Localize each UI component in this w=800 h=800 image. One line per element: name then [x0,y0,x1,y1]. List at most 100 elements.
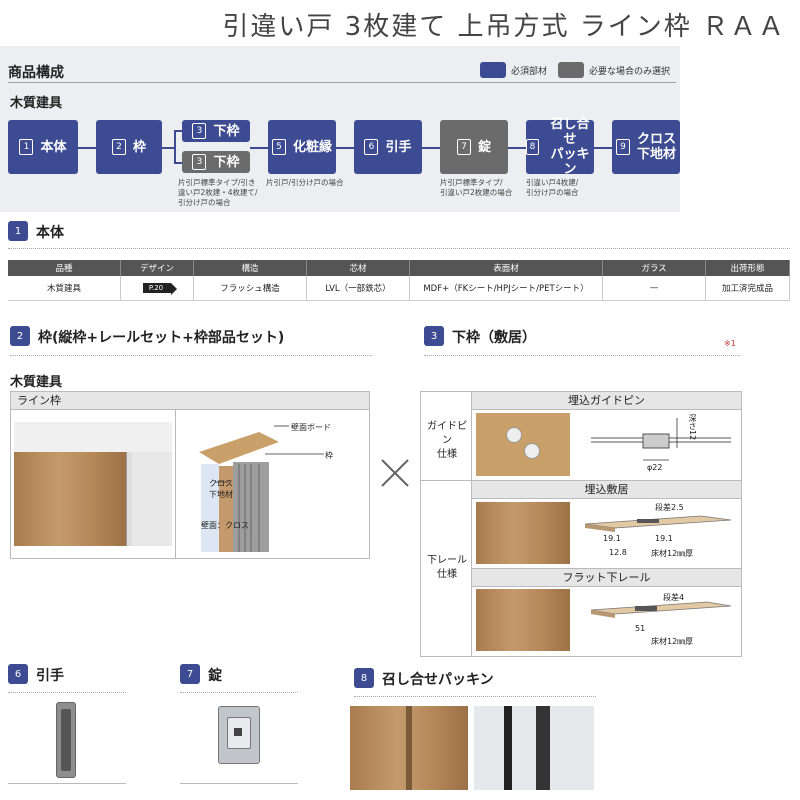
guide-pin-diagram [591,418,731,461]
config-group-label: 木質建具 [10,96,63,111]
table-cell: MDF+（FKシート/HPJシート/PETシート） [409,276,603,301]
item-number: 7 [456,139,471,155]
lock-image [218,706,260,764]
divider [180,783,298,784]
handle-image [56,702,76,778]
column-header: ガラス [602,260,706,276]
line-frame-title: ライン枠 [11,392,369,410]
legend-required-label: 必須部材 [511,66,548,77]
column-header: 品種 [8,260,121,276]
config-heading: 商品構成 [8,65,64,81]
item-label: 下枠 [213,123,240,139]
page-ref-badge: P.20 [142,283,178,295]
item-label: 下枠 [213,154,240,170]
column-header: デザイン [120,260,194,276]
item-trim: 5 化粧縁 [268,120,336,174]
divider [354,696,596,697]
connector [174,130,176,163]
section6-heading: 引手 [36,668,64,684]
table-cell: — [602,276,706,301]
section8-heading: 召し合せパッキン [382,672,494,688]
table-cell: P.20 [120,276,194,301]
required-swatch [480,62,506,78]
item-label: 錠 [477,139,491,155]
section8-number: 8 [354,668,374,688]
item-lower-frame-optional: 3 下枠 [182,151,250,173]
item-number: 9 [615,139,630,155]
divider [8,248,790,249]
item-handle: 6 引手 [354,120,422,174]
lower-rail-row-label: 下レール仕様 [427,555,467,580]
section7-number: 7 [180,664,200,684]
note-packing: 引違い戸4枚建/引分け戸の場合 [526,178,579,197]
dim-label: 12.8 [609,548,627,557]
divider [421,480,741,481]
item-label: クロス下地材 [636,132,676,162]
table-row: 木質建具 P.20 フラッシュ構造 LVL（一部鉄芯） MDF+（FKシート/H… [8,276,790,301]
dim-label: 19.1 [603,534,621,543]
embedded-sill-title: 埋込敷居 [472,481,741,499]
section1-heading: 本体 [36,225,64,241]
legend-optional: 必要な場合のみ選択 [558,62,670,78]
note-lower-frame: 片引戸標準タイプ/引き違い戸2枚建・4枚建て/引分け戸の場合 [178,178,258,207]
item-label: 枠 [132,139,146,155]
door-panel [14,452,126,546]
label-frame: 枠 [325,451,333,460]
embedded-sill-diagram [584,515,732,532]
item-number: 1 [19,139,34,155]
label-wall: 壁面：クロス [201,521,249,530]
item-label: 召し合せパッキン [550,117,590,177]
item-packing: 8 召し合せパッキン [526,117,594,177]
frame-diagram [199,425,324,552]
divider [424,355,740,356]
connector [174,162,182,164]
item-number: 8 [526,139,540,155]
flat-rail-photo [476,589,570,651]
section7-heading: 錠 [208,668,222,684]
spec-table: 品種 デザイン 構造 芯材 表面材 ガラス 出荷形態 木質建具 P.20 フラッ… [8,260,790,301]
guide-pin-title: 埋込ガイドピン [472,392,741,410]
label-base: 下地材 [209,490,233,499]
connector [78,147,96,149]
connector [174,130,182,132]
table-header-row: 品種 デザイン 構造 芯材 表面材 ガラス 出荷形態 [8,260,790,276]
floor-label: 床材12㎜厚 [651,549,694,558]
embedded-sill-photo [476,502,570,564]
section1-number: 1 [8,221,28,241]
flat-rail-diagram [590,601,732,618]
pin-shape [524,443,540,459]
connector [594,147,612,149]
times-icon [381,459,409,487]
section6-number: 6 [8,664,28,684]
optional-swatch [558,62,584,78]
connector [422,147,440,149]
section2-group-label: 木質建具 [10,375,63,390]
cross-wall-shape [201,464,219,552]
section2-number: 2 [10,326,30,346]
dim-label: 51 [635,624,646,633]
packing-photo-wood [350,706,468,790]
table-cell: LVL（一部鉄芯） [306,276,410,301]
note-lock: 片引戸標準タイプ/引違い戸2枚建の場合 [440,178,513,197]
frame-edge [126,452,133,546]
lower-frame-table: ガイドピン仕様 下レール仕様 埋込ガイドピン 深さ12 φ22 埋込敷居 段差2… [420,391,742,657]
label-wall-board: 壁面ボード [291,423,331,432]
connector [162,147,174,149]
item-frame: 2 枠 [96,120,162,174]
item-label: 化粧縁 [292,139,332,155]
item-cross-base: 9 クロス下地材 [612,120,680,174]
legend-optional-label: 必要な場合のみ選択 [589,66,671,77]
depth-label: 深さ12 [688,414,697,441]
step-label: 段差4 [663,593,685,602]
section3-note: ※1 [724,339,736,348]
column-header: 表面材 [409,260,603,276]
item-lower-frame-required: 3 下枠 [182,120,250,142]
divider [8,692,126,693]
wall [132,452,172,546]
divider [10,355,372,356]
legend-required: 必須部材 [480,62,547,78]
divider [471,392,472,656]
section3-heading: 下枠（敷居） [452,330,536,346]
connector [508,147,526,149]
divider [175,410,176,558]
